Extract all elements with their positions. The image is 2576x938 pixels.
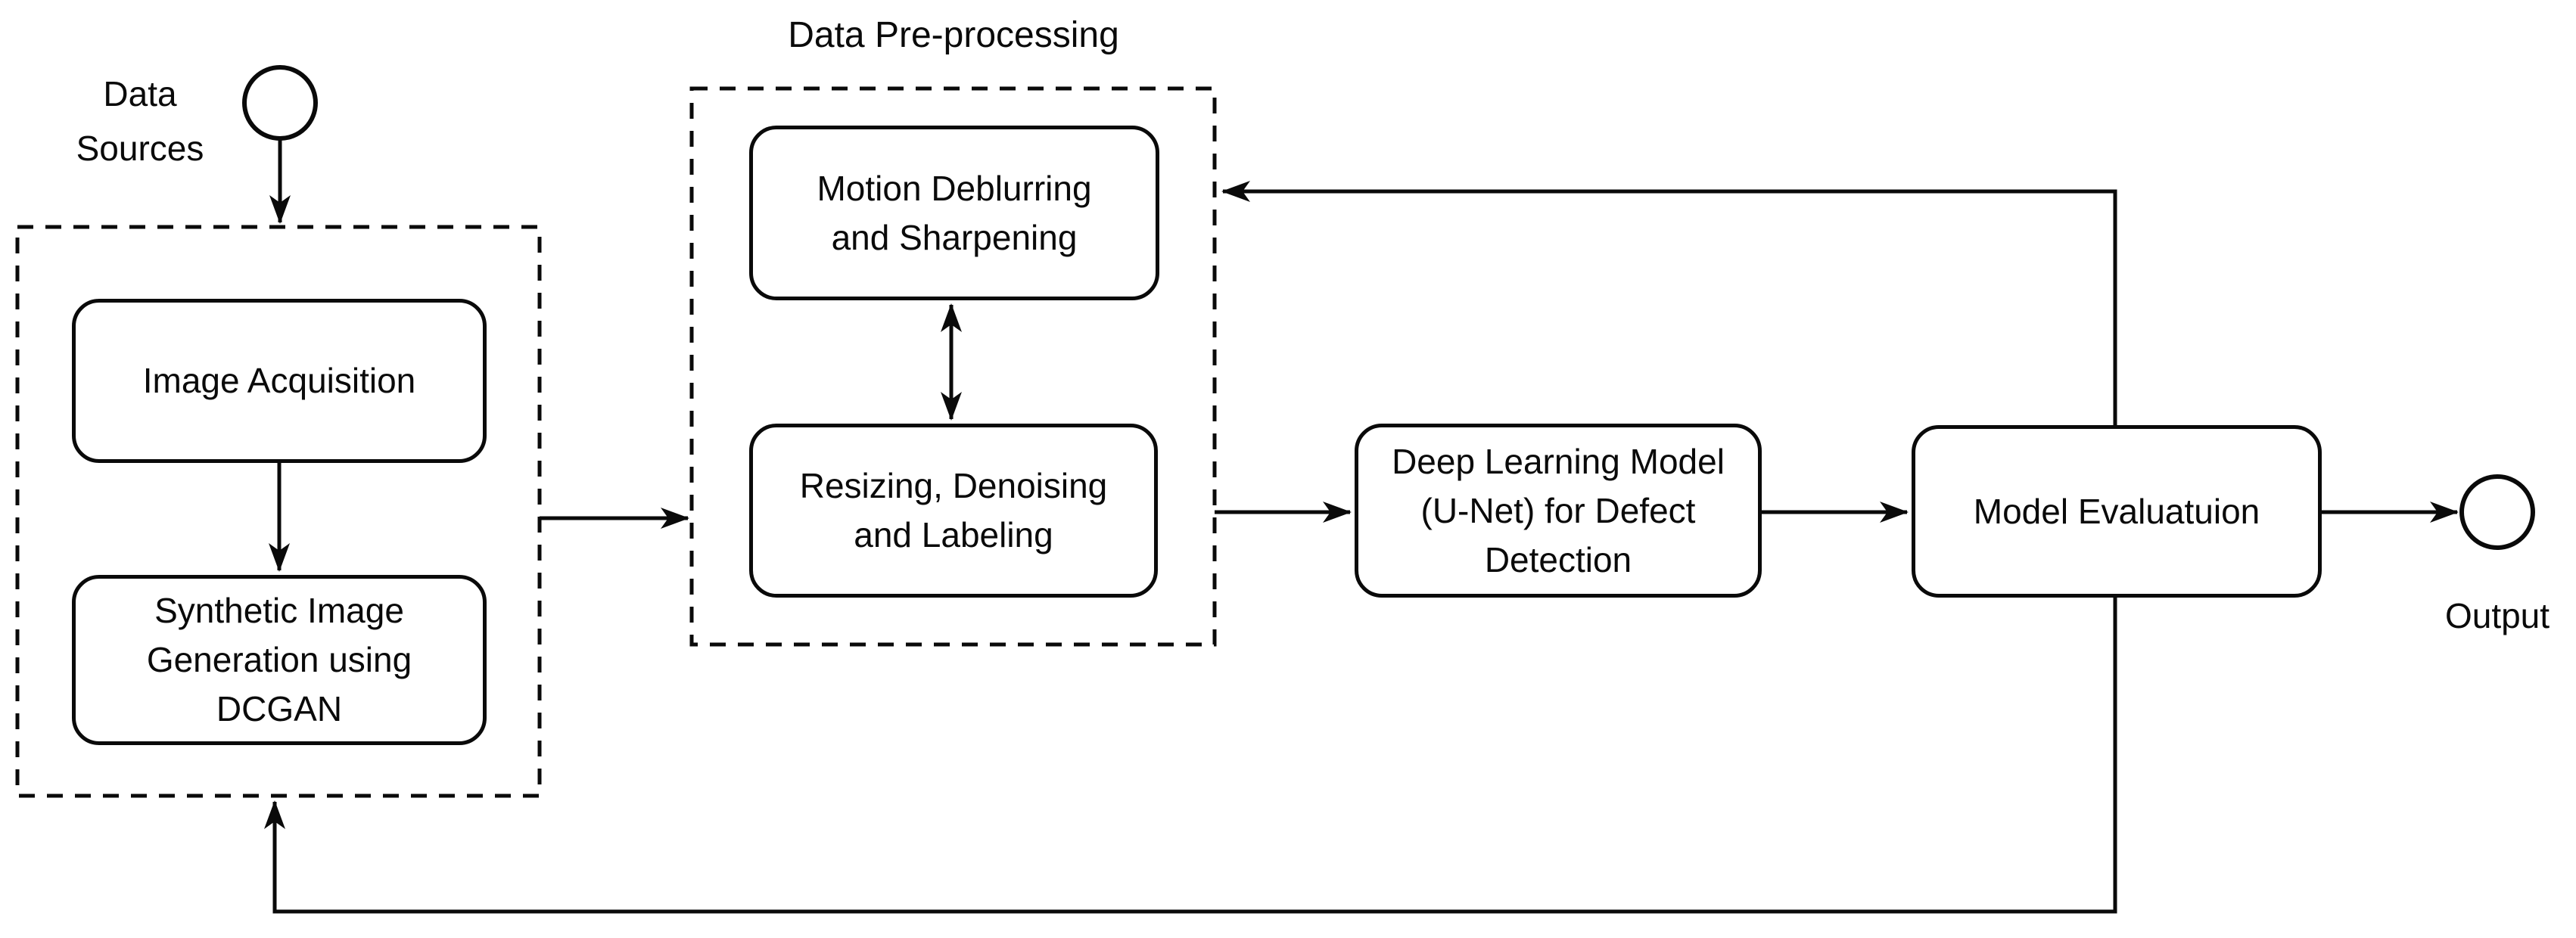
node-image-acquisition: Image Acquisition (72, 299, 487, 463)
preprocessing-group-title: Data Pre-processing (788, 15, 1119, 55)
node-resizing-denoising-label: Resizing, Denoising and Labeling (799, 466, 1108, 554)
node-image-acquisition-label: Image Acquisition (142, 361, 416, 400)
node-resizing-denoising: Resizing, Denoising and Labeling (749, 424, 1158, 598)
feedback-evaluation-to-preprocessing (1221, 181, 2117, 425)
node-deep-learning-model-label: Deep Learning Model (U-Net) for Defect D… (1392, 441, 1725, 579)
data-sources-label: Data Sources (76, 74, 204, 168)
acquisition-group-boundary (15, 225, 542, 798)
feedback-evaluation-to-acquisition (264, 598, 2117, 914)
node-motion-deblurring: Motion Deblurring and Sharpening (749, 126, 1159, 300)
node-deep-learning-model: Deep Learning Model (U-Net) for Defect D… (1355, 424, 1762, 598)
node-synthetic-image-generation: Synthetic Image Generation using DCGAN (72, 575, 487, 745)
node-motion-deblurring-label: Motion Deblurring and Sharpening (817, 168, 1092, 257)
output-node-circle (2459, 474, 2535, 550)
node-synthetic-image-generation-label: Synthetic Image Generation using DCGAN (146, 591, 412, 728)
output-label: Output (2444, 596, 2550, 635)
preprocessing-group-boundary (689, 86, 1217, 647)
node-model-evaluation: Model Evaluatuion (1912, 425, 2322, 598)
node-model-evaluation-label: Model Evaluatuion (1973, 491, 2260, 531)
